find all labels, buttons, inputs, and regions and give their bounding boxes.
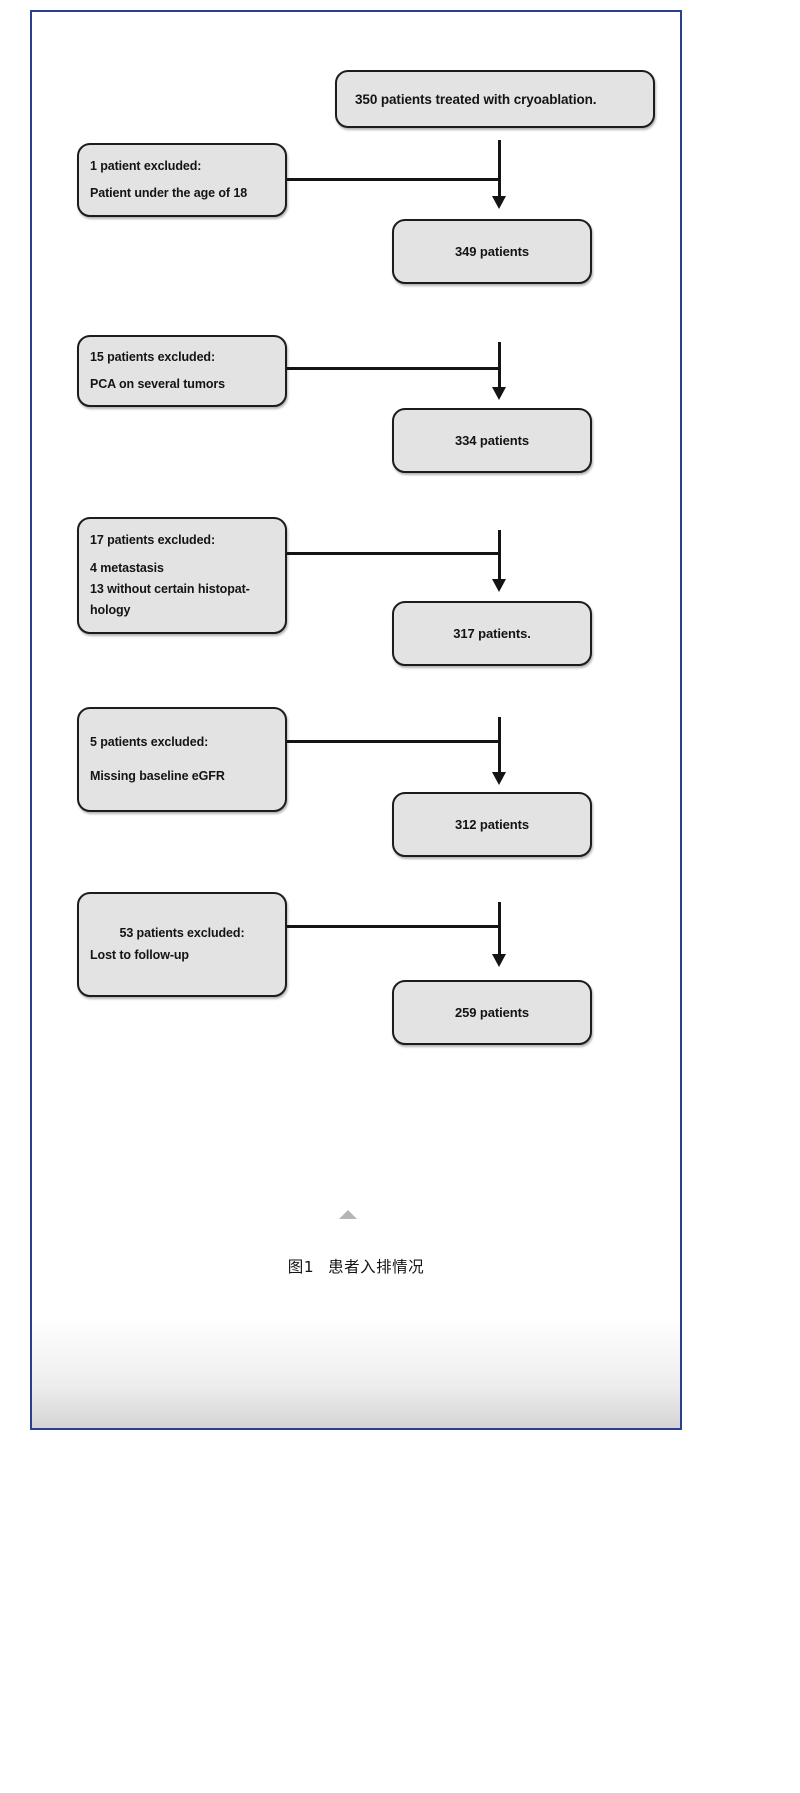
connector-stem-1	[498, 140, 501, 199]
arrowhead-5	[492, 954, 506, 967]
connector-exclusion-1	[287, 178, 500, 181]
page-frame: 350 patients treated with cryoablation. …	[30, 10, 682, 1430]
exclusion-4-line-2: Missing baseline eGFR	[90, 768, 225, 783]
connector-exclusion-5	[287, 925, 500, 928]
exclusion-2-line-1: 15 patients excluded:	[90, 349, 216, 364]
arrowhead-1	[492, 196, 506, 209]
arrowhead-4	[492, 772, 506, 785]
exclusion-3-line-4: hology	[90, 603, 131, 618]
arrowhead-3	[492, 579, 506, 592]
exclusion-4-line-1: 5 patients excluded:	[90, 735, 209, 750]
result-3-label: 317 patients.	[453, 626, 531, 641]
flow-node-exclusion-3: 17 patients excluded: 4 metastasis 13 wi…	[77, 517, 287, 634]
result-2-label: 334 patients	[455, 433, 529, 448]
exclusion-2-line-2: PCA on several tumors	[90, 377, 225, 391]
connector-exclusion-2	[287, 367, 500, 370]
patient-flow-diagram: 350 patients treated with cryoablation. …	[32, 12, 680, 1428]
exclusion-5-line-1: 53 patients excluded:	[119, 925, 245, 940]
flow-node-exclusion-5: 53 patients excluded: Lost to follow-up	[77, 892, 287, 997]
connector-stem-4	[498, 717, 501, 775]
connector-exclusion-3	[287, 552, 500, 555]
flow-node-exclusion-2: 15 patients excluded: PCA on several tum…	[77, 335, 287, 407]
result-1-label: 349 patients	[455, 244, 529, 259]
figure-caption-text: 患者入排情况	[328, 1258, 425, 1276]
flow-node-result-2: 334 patients	[392, 408, 592, 473]
source-node-label: 350 patients treated with cryoablation.	[355, 91, 597, 107]
connector-exclusion-4	[287, 740, 500, 743]
flow-node-result-1: 349 patients	[392, 219, 592, 284]
flow-node-exclusion-1: 1 patient excluded: Patient under the ag…	[77, 143, 287, 217]
result-5-label: 259 patients	[455, 1005, 529, 1020]
exclusion-5-line-2: Lost to follow-up	[90, 948, 189, 962]
caption-triangle-icon	[339, 1210, 357, 1219]
flow-node-exclusion-4: 5 patients excluded: Missing baseline eG…	[77, 707, 287, 812]
figure-caption-number: 图1	[287, 1258, 315, 1276]
exclusion-1-line-1: 1 patient excluded:	[90, 158, 202, 173]
flow-node-result-5: 259 patients	[392, 980, 592, 1045]
connector-stem-3	[498, 530, 501, 582]
result-4-label: 312 patients	[455, 817, 529, 832]
exclusion-3-line-2: 4 metastasis	[90, 560, 164, 575]
exclusion-3-line-3: 13 without certain histopat-	[90, 582, 250, 596]
connector-stem-5	[498, 902, 501, 957]
exclusion-3-line-1: 17 patients excluded:	[90, 532, 216, 547]
figure-caption: 图1 患者入排情况	[32, 1255, 680, 1277]
exclusion-1-line-2: Patient under the age of 18	[90, 186, 248, 200]
flow-node-source: 350 patients treated with cryoablation.	[335, 70, 655, 128]
connector-stem-2	[498, 342, 501, 390]
flow-node-result-3: 317 patients.	[392, 601, 592, 666]
flow-node-result-4: 312 patients	[392, 792, 592, 857]
arrowhead-2	[492, 387, 506, 400]
